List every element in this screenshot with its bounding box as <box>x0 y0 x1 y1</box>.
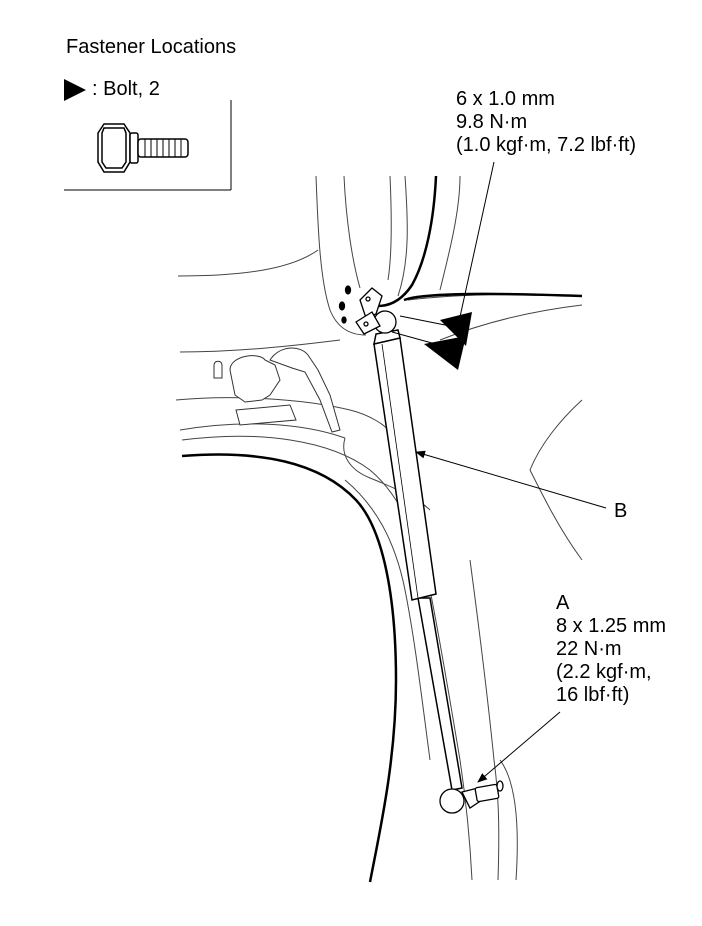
latch-bracket <box>213 347 341 433</box>
strut-b-leader <box>415 450 607 509</box>
leader-lines <box>415 161 607 783</box>
upper-bolt-leader <box>456 161 495 327</box>
legend-bolt-text: : Bolt, 2 <box>92 78 160 100</box>
upper-bolt-size: 6 x 1.0 mm <box>456 88 555 110</box>
legend-title: Fastener Locations <box>66 36 237 58</box>
label-a: A <box>556 592 570 614</box>
label-b: B <box>614 500 628 522</box>
lower-bolt-torque-kgf: (2.2 kgf·m, <box>556 661 652 683</box>
legend-bolt-row: : Bolt, 2 <box>64 78 160 101</box>
lower-ball-joint <box>439 780 504 814</box>
body-heavy-outlines <box>181 175 583 883</box>
lower-bolt-torque-lbf: 16 lbf·ft) <box>556 684 630 706</box>
upper-ball-joint <box>338 285 451 349</box>
bolt-markers <box>424 312 472 370</box>
legend-frame <box>64 100 232 191</box>
bolt-icon <box>97 123 189 173</box>
bolt-marker-icon <box>64 78 86 101</box>
lower-bolt-torque-nm: 22 N·m <box>556 638 622 660</box>
lower-bolt-leader <box>477 711 561 783</box>
gas-strut <box>373 329 463 791</box>
body-panel-outlines <box>175 175 583 881</box>
upper-bolt-marker-2-icon <box>424 336 466 370</box>
lower-bolt-size: 8 x 1.25 mm <box>556 615 667 637</box>
lower-bolt-spec: A 8 x 1.25 mm 22 N·m (2.2 kgf·m, 16 lbf·… <box>556 592 666 707</box>
upper-bolt-spec: 6 x 1.0 mm 9.8 N·m (1.0 kgf·m, 7.2 lbf·f… <box>456 88 636 157</box>
upper-bolt-torque-imperial: (1.0 kgf·m, 7.2 lbf·ft) <box>456 134 637 156</box>
upper-bolt-torque-nm: 9.8 N·m <box>456 111 528 133</box>
